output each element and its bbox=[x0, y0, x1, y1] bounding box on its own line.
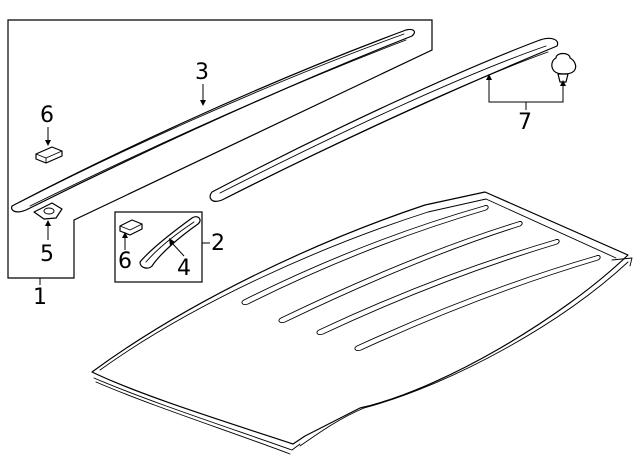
callout-7: 7 bbox=[518, 110, 532, 135]
roof-rack-rail-7 bbox=[209, 37, 559, 202]
roof-panel bbox=[91, 191, 633, 455]
callout-3: 3 bbox=[195, 60, 209, 85]
callout-2: 2 bbox=[211, 231, 225, 256]
callout-6-upper: 6 bbox=[40, 103, 54, 128]
clip-bracket-5 bbox=[33, 202, 63, 220]
roof-rail-strip-3 bbox=[11, 28, 416, 213]
push-clip-7 bbox=[551, 52, 577, 83]
callout-6-lower: 6 bbox=[118, 249, 132, 274]
callout-4: 4 bbox=[177, 256, 191, 281]
leader-lines bbox=[39, 74, 566, 285]
group-frame-1 bbox=[7, 19, 433, 279]
clip-pad-6-lower bbox=[119, 219, 143, 236]
callout-1: 1 bbox=[33, 285, 47, 310]
callout-5: 5 bbox=[40, 242, 54, 267]
group-box-2 bbox=[114, 211, 203, 283]
clip-pad-6-upper bbox=[35, 146, 63, 164]
